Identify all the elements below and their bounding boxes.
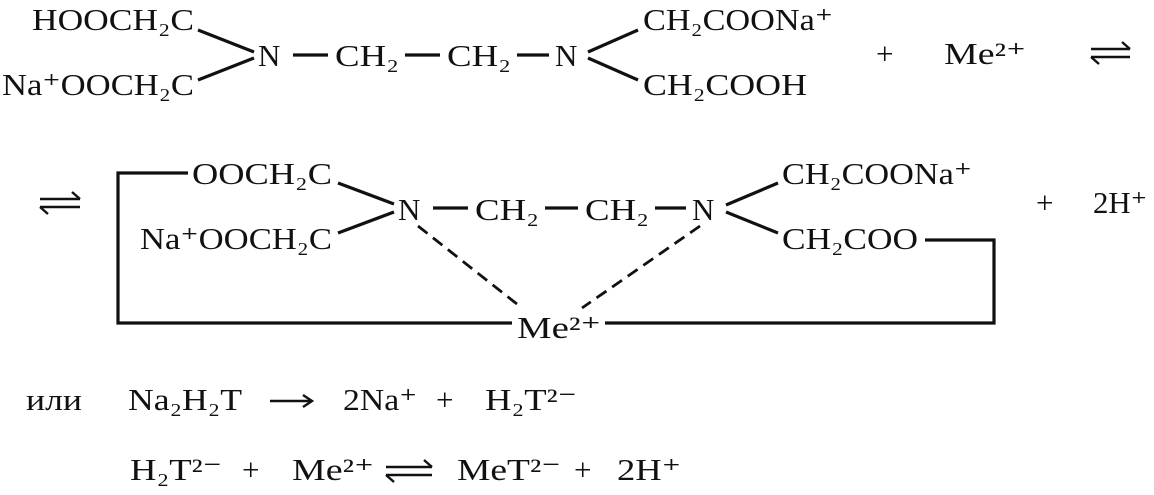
equation-4: H₂T²⁻ + Me²⁺ MeT²⁻ + 2H⁺ (130, 452, 681, 487)
eq3-product-sodium: 2Na⁺ (343, 382, 417, 417)
r2-ch2-a: CH₂ (475, 192, 539, 227)
r2-equilibrium-arrow-icon (39, 191, 81, 215)
equation-3: или Na₂H₂T 2Na⁺ + H₂T²⁻ (26, 382, 577, 417)
r1-right-top-group: CH₂COONa⁺ (643, 2, 833, 37)
eq3-reaction-arrow-icon (270, 394, 315, 408)
r1-bond-right-bottom (587, 56, 639, 82)
reaction-2: OOCH₂C Na⁺OOCH₂C N CH₂ CH₂ N CH₂COONa⁺ C… (39, 156, 1147, 345)
r2-left-chelate-bond (116, 171, 512, 325)
r2-right-top-group: CH₂COONa⁺ (782, 156, 972, 191)
eq3-product-anion: H₂T²⁻ (485, 382, 577, 417)
reaction-1: HOOCH₂C Na⁺OOCH₂C N CH₂ CH₂ N CH₂COONa⁺ … (2, 2, 1131, 102)
r2-ch2-b: CH₂ (585, 192, 649, 227)
r1-left-bottom-group: Na⁺OOCH₂C (2, 67, 194, 102)
r2-n-left: N (398, 192, 420, 227)
r1-n-left: N (258, 38, 280, 73)
eq3-reactant: Na₂H₂T (128, 382, 242, 417)
r2-coordination-bond-left (417, 224, 523, 310)
eq4-equilibrium-arrow-icon (385, 459, 433, 483)
r1-bond-left-top (197, 28, 255, 54)
r1-metal-ion: Me²⁺ (944, 36, 1026, 71)
r2-coordination-bond-right (581, 224, 701, 310)
eq4-product-protons: 2H⁺ (617, 452, 681, 487)
eq4-reactant-metal: Me²⁺ (292, 452, 374, 487)
r1-plus: + (876, 36, 893, 71)
r2-left-bottom-group: Na⁺OOCH₂C (140, 221, 332, 256)
r1-ch2-b: CH₂ (447, 38, 511, 73)
r2-right-chelate-bond (605, 238, 996, 325)
r2-plus: + (1036, 185, 1053, 220)
r2-bond-left-top (337, 181, 395, 206)
eq4-plus-a: + (242, 452, 259, 487)
r2-left-top-group: OOCH₂C (192, 156, 332, 191)
r2-bond-right-bottom (725, 210, 779, 235)
eq3-plus: + (436, 382, 453, 417)
r1-bond-right-top (587, 28, 639, 54)
r1-ch2-a: CH₂ (335, 38, 399, 73)
r2-metal-ion: Me²⁺ (517, 310, 601, 345)
eq4-reactant-anion: H₂T²⁻ (130, 452, 222, 487)
eq4-product-complex: MeT²⁻ (457, 452, 561, 487)
r1-left-top-group: HOOCH₂C (32, 2, 194, 37)
r2-product-protons: 2H⁺ (1093, 185, 1147, 220)
r1-equilibrium-arrow-icon (1090, 41, 1131, 65)
r1-n-right: N (555, 38, 577, 73)
r2-bond-right-top (725, 181, 779, 207)
r1-right-bottom-group: CH₂COOH (643, 67, 807, 102)
eq3-prefix: или (26, 382, 82, 417)
r2-n-right: N (692, 192, 714, 227)
r1-bond-left-bottom (197, 56, 255, 82)
r2-bond-left-bottom (337, 210, 395, 235)
r2-right-bottom-group: CH₂COO (782, 221, 918, 256)
eq4-plus-b: + (574, 452, 591, 487)
